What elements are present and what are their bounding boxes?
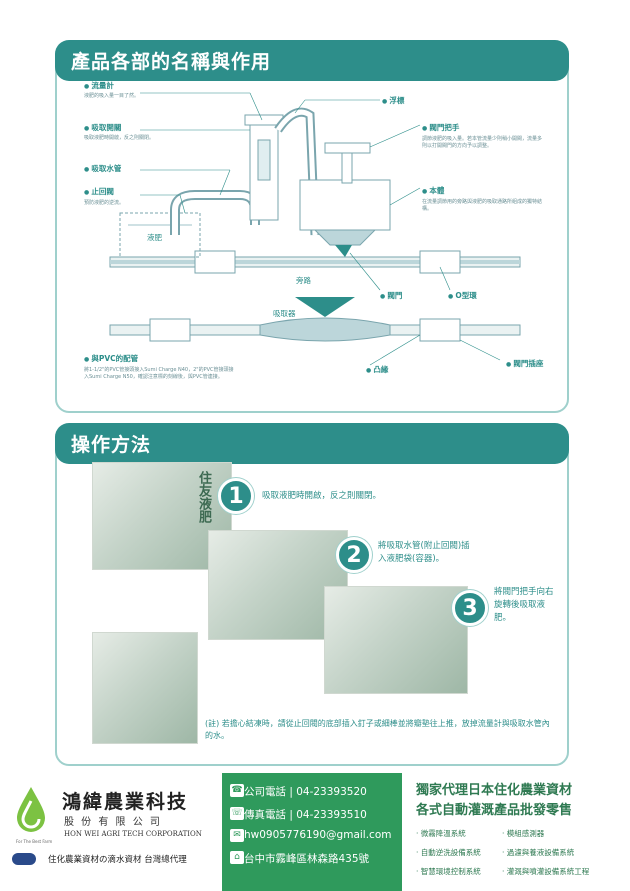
desc-pvc: 將1-1/2"的PVC管接頭接入Sumi Charge N40，2"的PVC管接… [84, 367, 234, 381]
label-suction-device: 吸取器 [273, 309, 296, 318]
label-liquid-fertilizer: 液肥 [147, 233, 162, 242]
mail-icon: ✉ [230, 829, 244, 842]
service-item: ‧ 自動逆洗設備系統 [416, 848, 481, 857]
step-number-1: 1 [218, 478, 254, 514]
tagline: For The Best Farm [16, 839, 53, 844]
label-suction-switch: 吸取開關 [84, 122, 121, 133]
service-item: ‧ 灌溉與噴灌設備系統工程 [502, 867, 590, 876]
footer-services-block: 獨家代理日本住化農業資材 各式自動灌溉產品批發零售 ‧ 微霧降溫系統 ‧ 模組感… [402, 773, 630, 891]
product-diagram [109, 92, 521, 366]
photo-step-3 [324, 586, 468, 694]
desc-suction-switch: 吸取液肥時開啟，反之則關閉。 [84, 135, 155, 141]
sumitomo-mark [12, 853, 36, 865]
label-pvc-connection: 與PVC的配管 [84, 353, 138, 364]
service-item: ‧ 智慧環境控制系統 [416, 867, 481, 876]
footer: 鴻緯農業科技 股 份 有 限 公 司 HON WEI AGRI TECH COR… [0, 773, 630, 891]
desc-check-valve: 預防液肥的逆流。 [84, 200, 125, 206]
address-text: 台中市霧峰區林森路435號 [244, 853, 370, 865]
operation-note: (註) 若擔心結凍時，請從止回閥的底部插入釘子或細棒並將瓣墊往上推，放掉流量計與… [205, 719, 550, 741]
desc-flowmeter: 液肥的吸入量一目了然。 [84, 93, 140, 99]
home-icon: ⌂ [230, 851, 244, 864]
label-valve: 閥門 [380, 290, 402, 301]
step-number-2: 2 [336, 537, 372, 573]
label-suction-tube: 吸取水管 [84, 163, 121, 174]
distributor-text: 住化農業資材の滴水資材 台灣總代理 [48, 855, 187, 865]
company-en: HON WEI AGRI TECH CORPORATION [64, 830, 202, 838]
fax-icon: ☏ [230, 807, 244, 820]
email-text[interactable]: hw0905776190@gmail.com [244, 829, 392, 841]
bag-print: 住友液肥 [196, 471, 211, 523]
service-item: ‧ 過濾與養液設備系統 [502, 848, 575, 857]
headline-2: 各式自動灌溉產品批發零售 [416, 803, 573, 818]
step-number-3: 3 [452, 590, 488, 626]
headline-1: 獨家代理日本住化農業資材 [416, 783, 573, 798]
company-name: 鴻緯農業科技 [62, 791, 189, 813]
desc-body: 在流量調節用的旁路與液肥的吸取通路所組成的獨特結構。 [422, 199, 543, 213]
footer-company-block: 鴻緯農業科技 股 份 有 限 公 司 HON WEI AGRI TECH COR… [0, 773, 222, 891]
label-valve-handle: 閥門把手 [422, 122, 459, 133]
phone-icon: ☎ [230, 784, 244, 797]
label-body: 本體 [422, 185, 444, 196]
company-sub: 股 份 有 限 公 司 [64, 817, 162, 828]
service-item: ‧ 模組感測器 [502, 829, 545, 838]
label-float: 浮標 [382, 95, 404, 106]
step-text-1: 吸取液肥時開啟，反之則關閉。 [262, 491, 382, 501]
label-o-ring: O型環 [448, 290, 476, 301]
photo-note [92, 632, 198, 744]
label-flowmeter: 流量計 [84, 80, 114, 91]
step-text-2: 將吸取水管(附止回閥)插入液肥袋(容器)。 [378, 541, 470, 564]
parts-section-title: 產品各部的名稱與作用 [55, 40, 569, 81]
desc-valve-handle: 調節液肥的吸入量。若本管流量少則稍小開閥，流量多則以打開閥門的方向予以調整。 [422, 136, 543, 150]
footer-contact-block: ☎ 公司電話 | 04-23393520 ☏ 傳真電話 | 04-2339351… [222, 773, 402, 891]
label-check-valve: 止回閥 [84, 186, 114, 197]
company-logo [17, 787, 45, 832]
phone-text[interactable]: 公司電話 | 04-23393520 [244, 786, 367, 798]
service-item: ‧ 微霧降溫系統 [416, 829, 466, 838]
label-convex: 凸緣 [366, 364, 388, 375]
operation-section-title: 操作方法 [55, 423, 569, 464]
label-bypass: 旁路 [296, 276, 311, 285]
fax-text: 傳真電話 | 04-23393510 [244, 809, 367, 821]
step-text-3: 將閥門把手向右旋轉後吸取液肥。 [494, 587, 554, 623]
label-valve-socket: 閥門插座 [506, 358, 543, 369]
